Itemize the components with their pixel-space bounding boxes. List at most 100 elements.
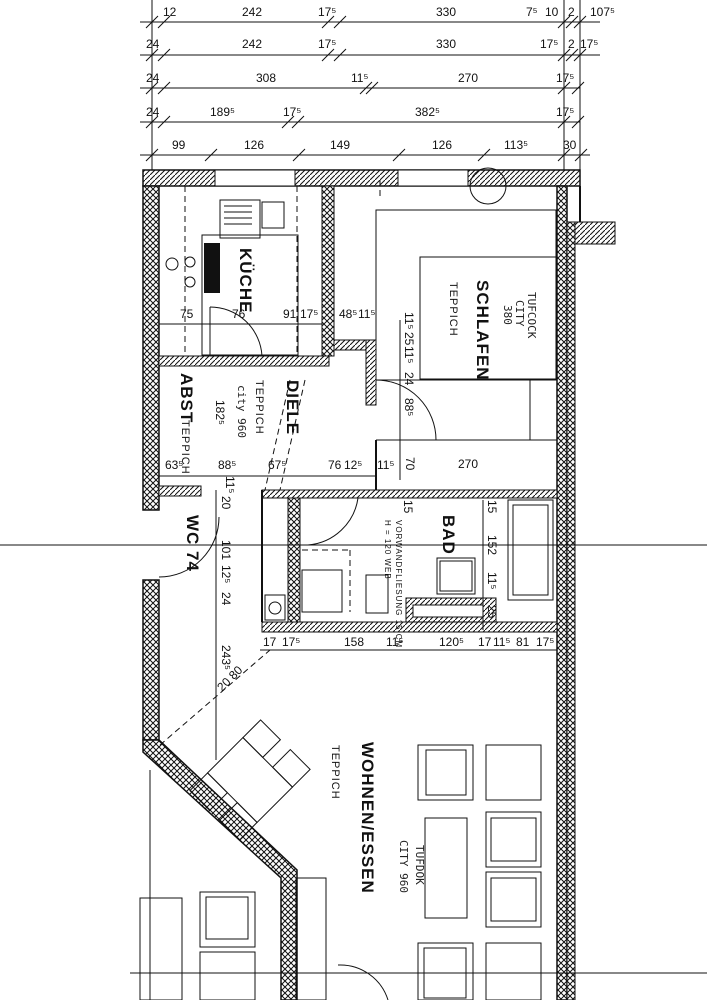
dim-label: 152 <box>485 535 499 555</box>
dim-label: 15 <box>401 500 415 514</box>
armchair <box>485 811 542 868</box>
dim-label: 48⁵ <box>339 307 357 321</box>
room-label-hall: DIELE <box>283 380 302 435</box>
dim-label: 63⁵ <box>165 458 183 472</box>
dim-label: 11⁵ <box>358 307 375 321</box>
floor-label-living: TEPPICH <box>329 745 341 800</box>
dim-label: 2 <box>568 5 575 19</box>
dim-label: 12⁵ <box>219 565 233 583</box>
dim-label: 101 <box>219 540 233 560</box>
furniture <box>139 186 557 1000</box>
dim-label: 17 <box>263 635 277 649</box>
dim-label: 24 <box>402 372 416 386</box>
dim-label: 7⁵ <box>526 5 538 19</box>
bathtub <box>507 499 554 601</box>
dimension-row-2: 24 242 17⁵ 330 17⁵ 2 17⁵ <box>146 37 598 51</box>
dim-label: 17⁵ <box>580 37 598 51</box>
dim-label: 308 <box>256 71 276 85</box>
dim-label: 149 <box>330 138 350 152</box>
room-label-living: WOHNEN/ESSEN <box>358 742 377 894</box>
handwritten-note: TUFCOCK <box>525 292 538 339</box>
floor-label-hall: TEPPICH <box>253 380 265 435</box>
armchair <box>417 744 474 801</box>
dim-label: 10 <box>545 5 559 19</box>
dim-label: 242 <box>242 37 262 51</box>
dim-label: 17 <box>478 635 492 649</box>
window-kitchen <box>214 169 296 187</box>
handwritten-note: TUFDOK <box>413 845 426 885</box>
inner-dimensions: 75 76 91 17⁵ 48⁵ 11⁵ 11⁵ 25 11⁵ 24 88⁵ 7… <box>159 307 557 760</box>
dimension-row-3: 24 308 11⁵ 270 17⁵ <box>146 71 574 85</box>
window-bedroom <box>397 169 469 187</box>
bath-note: VORWANDFLIESUNG 15 CM <box>394 520 403 648</box>
dim-label: 76 <box>232 307 246 321</box>
dim-label: 120⁵ <box>439 635 464 649</box>
dim-label: 113⁵ <box>504 138 528 152</box>
dim-label: 30 <box>563 138 577 152</box>
dim-label: 17⁵ <box>556 71 574 85</box>
walls <box>142 169 616 1000</box>
dim-label: 15 <box>485 500 499 514</box>
dim-label: 99 <box>172 138 186 152</box>
dim-label: 24 <box>219 592 233 606</box>
punch-hole-mark <box>38 628 55 647</box>
dimension-row-4: 24 189⁵ 17⁵ 382⁵ 17⁵ <box>146 105 574 119</box>
dim-label: 11⁵ <box>377 458 394 472</box>
bath-note: H = 120 WEB <box>383 520 392 580</box>
armchair <box>485 744 542 801</box>
scribble <box>204 243 220 293</box>
dim-label: 67⁵ <box>268 458 286 472</box>
room-labels: KÜCHE SCHLAFEN TEPPICH TUFCOCK CITY 380 … <box>177 248 538 894</box>
dim-label: 17⁵ <box>283 105 301 119</box>
dim-label: 75 <box>180 307 194 321</box>
toilet <box>301 569 343 613</box>
handwritten-note: CITY 960 <box>397 840 410 893</box>
dim-label: 91 <box>283 307 297 321</box>
washbasin <box>436 557 476 595</box>
dim-label: 25 <box>402 332 416 346</box>
floor-label-storage: TEPPICH <box>179 420 191 475</box>
dim-label: 11⁵ <box>351 71 368 85</box>
dim-label: 17⁵ <box>556 105 574 119</box>
room-label-wc: WC 74 <box>183 515 202 572</box>
punch-hole-mark <box>40 362 56 380</box>
dim-label: 270 <box>458 71 478 85</box>
bed <box>419 256 557 380</box>
dimension-row-5: 99 126 149 126 113⁵ 30 <box>172 138 577 152</box>
dim-label: 17⁵ <box>300 307 318 321</box>
floor-label-bedroom: TEPPICH <box>447 282 459 337</box>
dim-label: 20 <box>219 496 233 510</box>
dim-label: 382⁵ <box>415 105 440 119</box>
dim-label: 11⁵ <box>485 572 499 589</box>
dim-label: 330 <box>436 5 456 19</box>
sink <box>219 199 261 239</box>
dim-label: 126 <box>432 138 452 152</box>
dim-label: 88⁵ <box>402 398 416 416</box>
dim-label: 17⁵ <box>282 635 300 649</box>
dim-label: 24 <box>146 105 160 119</box>
dining-table <box>189 719 311 841</box>
dim-label: 158 <box>344 635 364 649</box>
handwritten-note: city 960 <box>235 385 248 438</box>
dim-label: 330 <box>436 37 456 51</box>
room-label-bedroom: SCHLAFEN <box>473 280 492 381</box>
armchair <box>485 871 542 928</box>
dim-label: 25 <box>485 605 499 619</box>
handwritten-note: CITY <box>513 300 526 327</box>
dim-label: 17⁵ <box>318 5 336 19</box>
dim-label: 270 <box>458 457 478 471</box>
handwritten-note: 380 <box>501 305 514 325</box>
dim-label: 126 <box>244 138 264 152</box>
dim-label: 12 <box>163 5 177 19</box>
dim-label: 2 <box>568 37 575 51</box>
dimension-lines <box>140 0 600 185</box>
dim-label: 189⁵ <box>210 105 235 119</box>
dim-label: 11⁵ <box>402 312 416 329</box>
dim-label: 242 <box>242 5 262 19</box>
dim-label: 17⁵ <box>318 37 336 51</box>
room-label-kitchen: KÜCHE <box>236 248 255 313</box>
dim-label: 11⁵ <box>493 635 510 649</box>
coffee-table <box>424 817 468 919</box>
room-label-storage: ABST <box>177 373 196 423</box>
